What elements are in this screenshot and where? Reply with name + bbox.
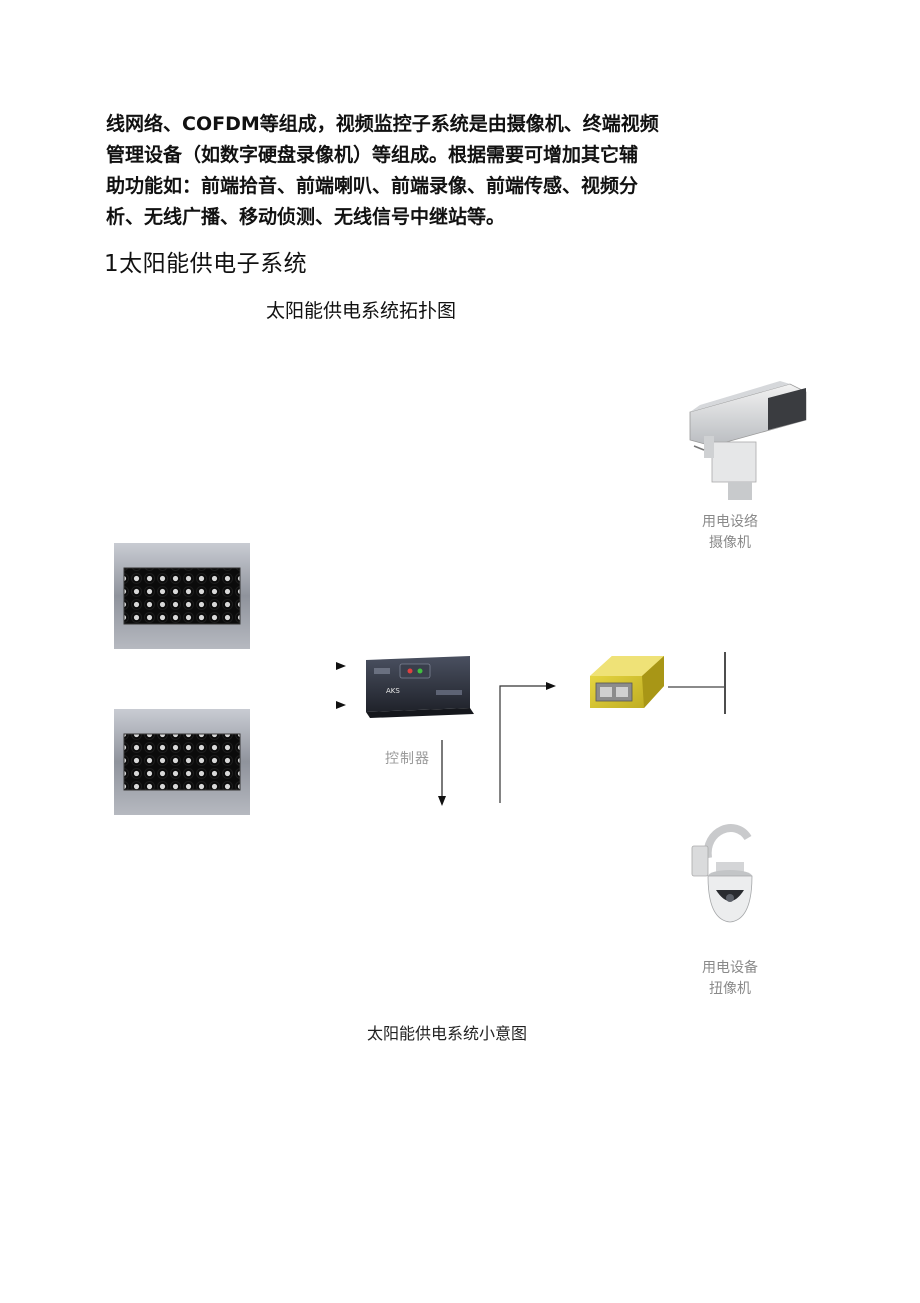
inverter	[590, 656, 664, 708]
controller-label: 控制器	[385, 748, 430, 768]
top-camera-label-line2: 摄像机	[680, 533, 780, 554]
controller-brand: AKS	[386, 687, 400, 695]
bottom-camera-label-line2: 扭像机	[680, 979, 780, 1000]
input-arrow-top	[336, 662, 346, 670]
diagram-caption: 太阳能供电系统小意图	[367, 1020, 527, 1044]
box-camera-icon	[690, 381, 806, 500]
solar-panel-bottom	[114, 709, 250, 815]
inverter-input-arrow	[500, 682, 556, 803]
bottom-camera-label-line1: 用电设备	[680, 958, 780, 979]
charge-controller: AKS	[366, 656, 474, 718]
dome-camera-icon	[692, 828, 752, 922]
input-arrow-bottom	[336, 701, 346, 709]
top-camera-label-line1: 用电设络	[680, 512, 780, 533]
solar-panel-top	[114, 543, 250, 649]
output-bus	[668, 652, 725, 714]
controller-output-arrow	[438, 740, 446, 806]
bottom-camera-label: 用电设备 扭像机	[680, 958, 780, 1000]
top-camera-label: 用电设络 摄像机	[680, 512, 780, 554]
